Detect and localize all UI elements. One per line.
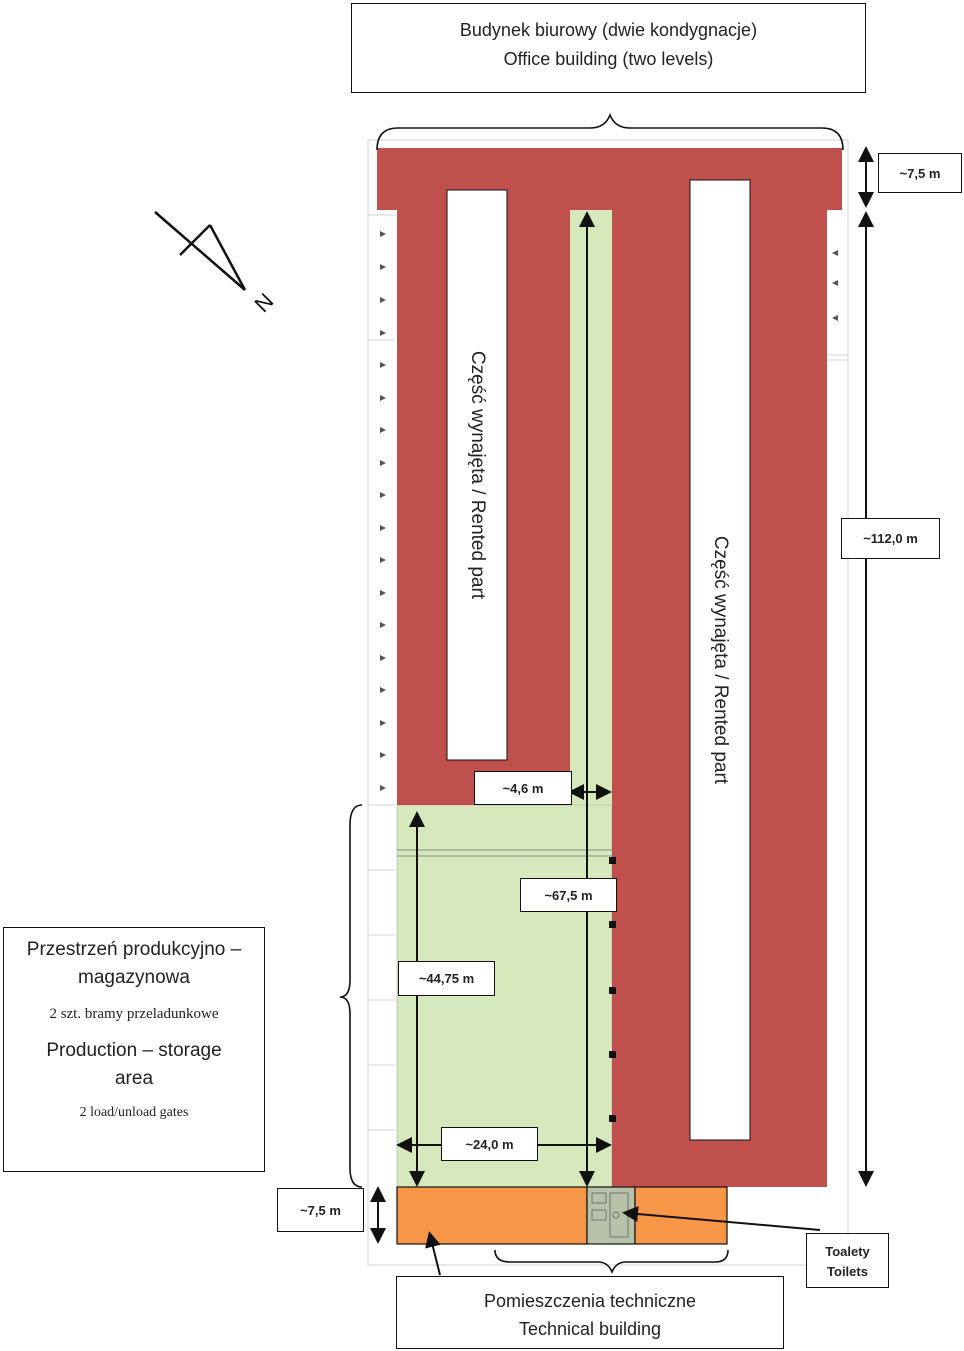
toilets-caption-pl: Toalety: [825, 1244, 870, 1259]
north-arrow-icon: [154, 211, 247, 291]
technical-brace: [494, 1249, 729, 1275]
dim-production-length: ~44,75 m: [398, 961, 495, 996]
rented-left-strip: [446, 189, 508, 761]
dim-office-depth: ~7,5 m: [878, 153, 962, 193]
production-gates-pl: 2 szt. bramy przeladunkowe: [49, 1006, 219, 1022]
rented-right-strip: [689, 179, 751, 1141]
technical-caption-pl: Pomieszczenia techniczne: [483, 1291, 697, 1311]
north-label: N: [250, 288, 279, 317]
loading-gate-markers: [609, 857, 616, 1122]
technical-building-left: [396, 1186, 588, 1245]
technical-caption-en: Technical building: [518, 1319, 662, 1339]
dim-production-width: ~24,0 m: [441, 1127, 538, 1161]
rented-right-label: Część wynajęta / Rented part: [710, 535, 731, 785]
dim-corridor-length: ~67,5 m: [520, 878, 617, 912]
office-caption: Budynek biurowy (dwie kondygnacje) Offic…: [351, 3, 866, 93]
dimension-arrows: [370, 146, 874, 1276]
production-brace: [339, 804, 363, 1188]
production-caption-en: Production – storage area: [46, 1040, 222, 1089]
dim-corridor-width: ~4,6 m: [474, 771, 572, 805]
rented-left-label: Część wynajęta / Rented part: [467, 350, 488, 600]
toilets-caption: Toalety Toilets: [806, 1233, 889, 1288]
production-caption: Przestrzeń produkcyjno – magazynowa 2 sz…: [3, 927, 265, 1172]
office-caption-pl: Budynek biurowy (dwie kondygnacje): [459, 20, 758, 40]
production-caption-pl: Przestrzeń produkcyjno – magazynowa: [26, 939, 242, 988]
office-caption-en: Office building (two levels): [503, 49, 714, 69]
office-brace: [376, 112, 844, 151]
green-area-upper: [570, 208, 612, 808]
toilets-caption-en: Toilets: [827, 1264, 868, 1279]
dim-technical-depth: ~7,5 m: [277, 1188, 364, 1232]
technical-caption: Pomieszczenia techniczne Technical build…: [396, 1276, 784, 1349]
dim-total-length: ~112,0 m: [841, 518, 940, 559]
production-gates-en: 2 load/unload gates: [79, 1105, 189, 1120]
gate-markers: [380, 231, 838, 791]
